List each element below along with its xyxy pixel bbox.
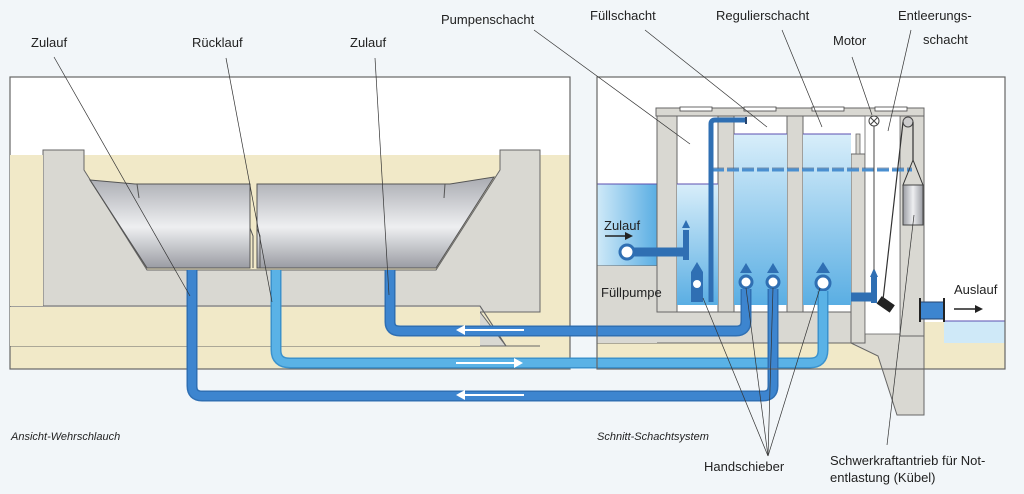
caption-right-panel: Schnitt-Schachtsystem — [597, 431, 709, 443]
label-schwerkraft-1: Schwerkraftantrieb für Not- — [830, 453, 985, 468]
zulauf-arrow-icon — [605, 232, 633, 240]
leader-lines — [53, 29, 915, 457]
outlet-pipe — [919, 301, 945, 320]
label-auslauf: Auslauf — [954, 282, 998, 297]
right-panel — [596, 76, 1006, 416]
label-ruecklauf: Rücklauf — [192, 35, 243, 50]
label-pumpenschacht: Pumpenschacht — [441, 12, 535, 27]
label-fuellpumpe: Füllpumpe — [601, 285, 662, 300]
label-zulauf-left: Zulauf — [31, 35, 68, 50]
bucket — [902, 184, 924, 226]
motor-icon — [868, 115, 880, 127]
label-regulierschacht: Regulierschacht — [716, 8, 810, 23]
flow-arrow-left-bottom — [456, 390, 524, 400]
label-handschieber: Handschieber — [704, 459, 785, 474]
grate — [743, 106, 777, 112]
label-fuellschacht: Füllschacht — [590, 8, 656, 23]
grate — [874, 106, 908, 112]
label-entleerungsschacht-1: Entleerungs- — [898, 8, 972, 23]
label-zulauf-inlet: Zulauf — [604, 218, 641, 233]
fill-pump-riser — [708, 117, 746, 302]
weir-hose — [89, 176, 496, 269]
handschieber-valve — [765, 263, 781, 290]
flap-gate — [876, 296, 895, 313]
outlet-water — [944, 321, 1005, 343]
label-zulauf-mid: Zulauf — [350, 35, 387, 50]
right-panel-frame — [596, 76, 1006, 370]
left-panel — [9, 76, 600, 402]
label-schwerkraft-2: entlastung (Kübel) — [830, 470, 936, 485]
label-entleerungsschacht-2: schacht — [923, 32, 968, 47]
grate — [811, 106, 845, 112]
flow-arrow-right-mid — [456, 358, 523, 368]
auslauf-arrow-icon — [954, 305, 983, 313]
handschieber-valve — [814, 262, 832, 292]
handschieber-valve — [691, 262, 703, 302]
grate — [679, 106, 713, 112]
flow-arrow-left-top — [456, 325, 524, 335]
label-motor: Motor — [833, 33, 867, 48]
caption-left-panel: Ansicht-Wehrschlauch — [10, 431, 120, 443]
